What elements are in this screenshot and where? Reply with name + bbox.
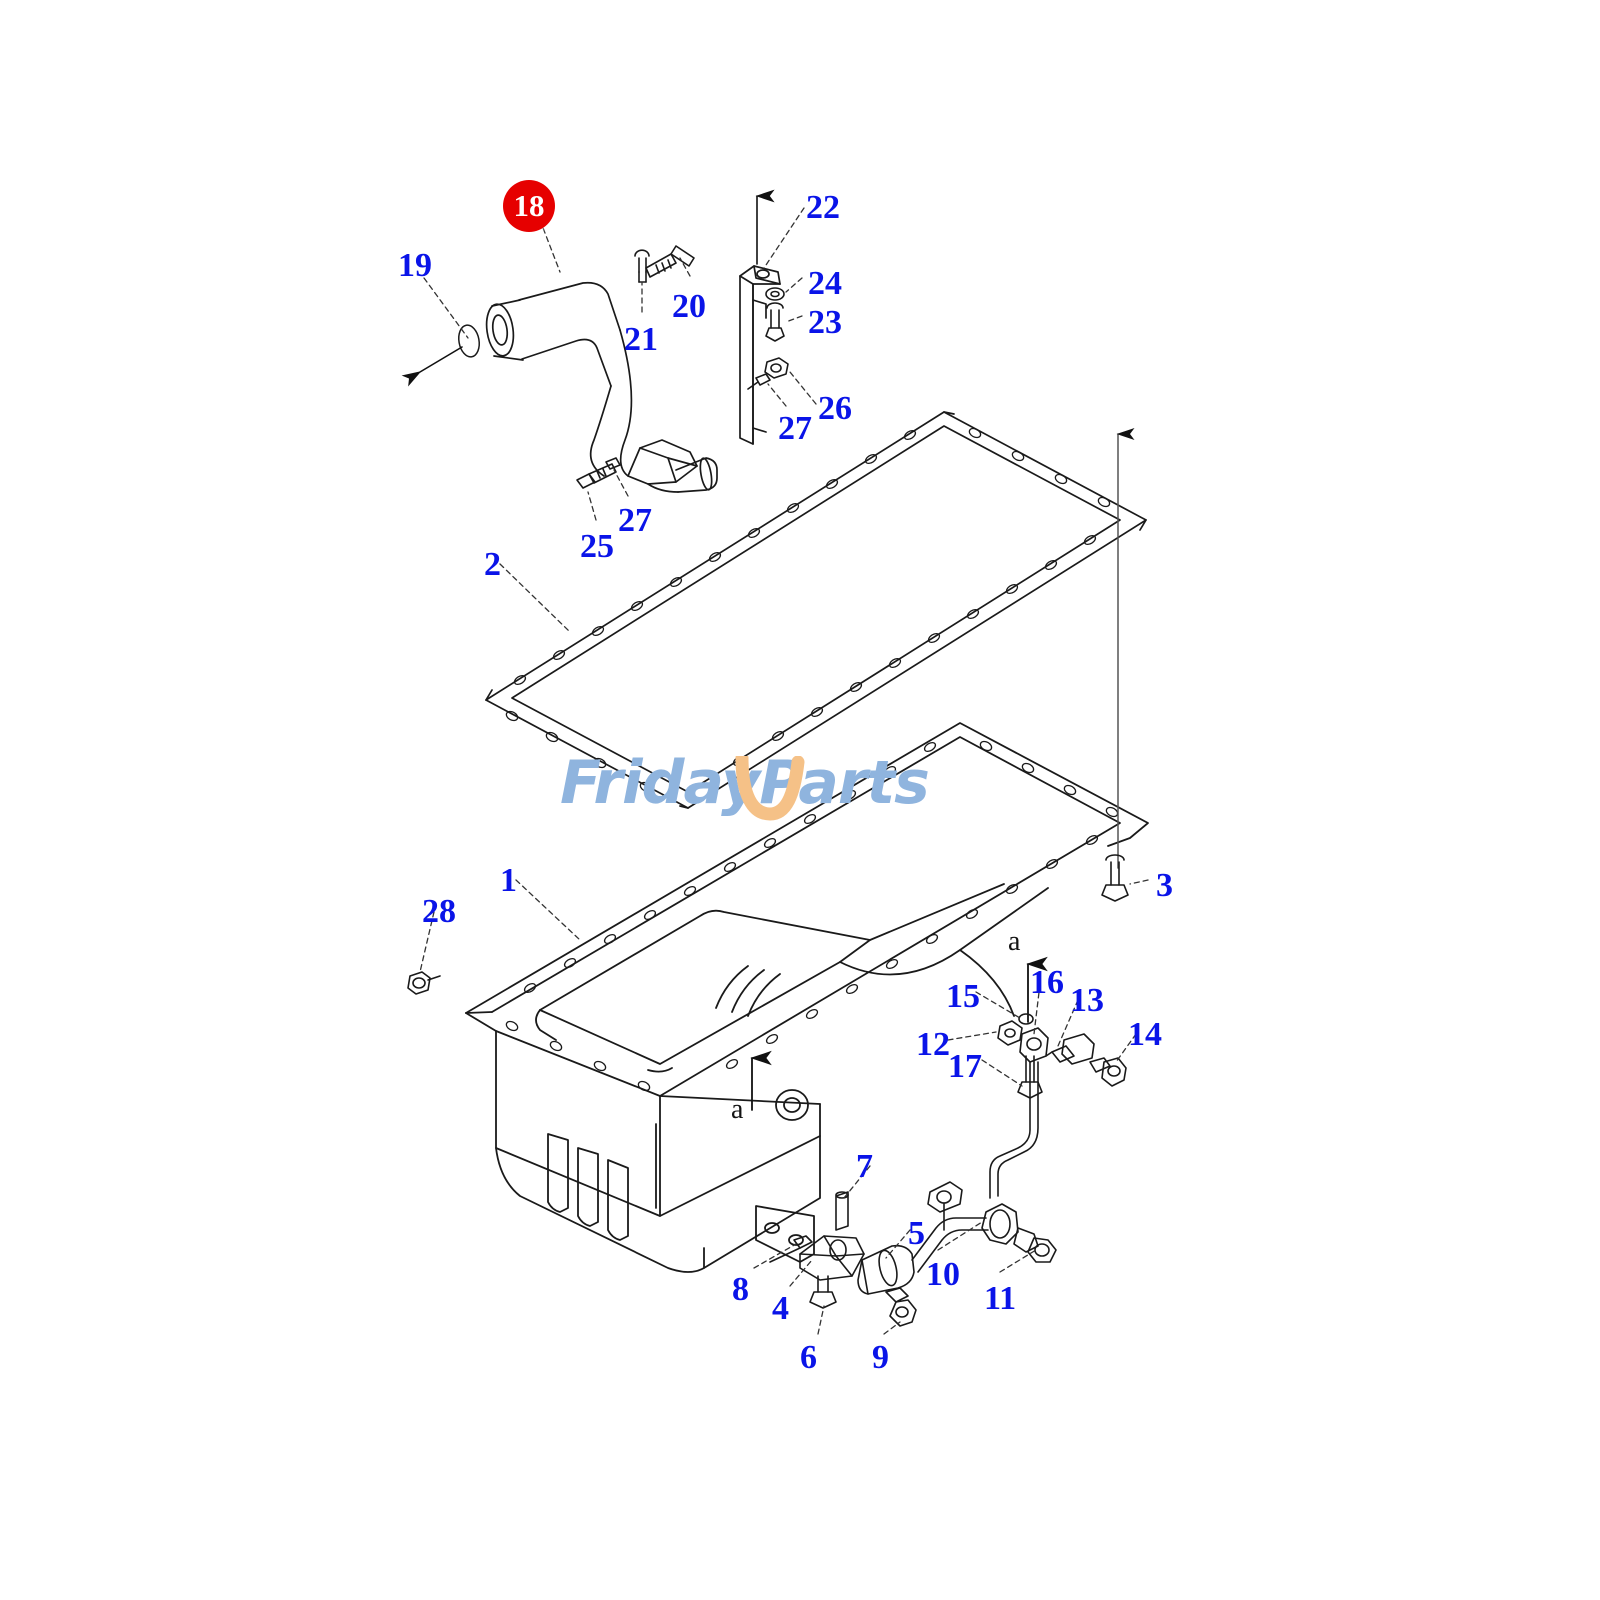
section-ref-a-pan: a	[731, 1094, 744, 1125]
callout-26[interactable]: 26	[818, 390, 852, 427]
part-12-nut	[997, 1020, 1023, 1046]
part-9-bolt	[885, 1287, 917, 1327]
part-10-suction-pipe	[911, 1181, 989, 1273]
callout-9[interactable]: 9	[872, 1339, 889, 1376]
callout-6[interactable]: 6	[800, 1339, 817, 1376]
callout-10[interactable]: 10	[926, 1256, 960, 1293]
callout-12[interactable]: 12	[916, 1026, 950, 1063]
detail-group-right	[989, 1013, 1127, 1199]
callout-2[interactable]: 2	[484, 546, 501, 583]
part-22-bracket	[739, 265, 781, 445]
callout-20[interactable]: 20	[672, 288, 706, 325]
callout-21[interactable]: 21	[624, 321, 658, 358]
callout-5[interactable]: 5	[908, 1215, 925, 1252]
callout-4[interactable]: 4	[772, 1290, 789, 1327]
part-27-bolt-upper	[747, 373, 771, 390]
leader-lines	[419, 207, 1149, 1335]
part-6-bolt	[809, 1275, 837, 1309]
assembly-arrow-19	[401, 346, 463, 387]
callout-15[interactable]: 15	[946, 978, 980, 1015]
callout-27-upper[interactable]: 27	[778, 410, 812, 447]
callout-27-lower[interactable]: 27	[618, 502, 652, 539]
part-18-oil-tube	[485, 281, 718, 493]
part-24-washer	[765, 287, 785, 301]
section-ref-a-detail: a	[1008, 926, 1021, 957]
callout-14[interactable]: 14	[1128, 1016, 1162, 1053]
gasket-bolt-holes	[505, 427, 1111, 793]
callout-19[interactable]: 19	[398, 247, 432, 284]
oil-pan-flange-holes	[505, 740, 1119, 1092]
part-13-fitting	[1045, 1033, 1095, 1065]
callout-11[interactable]: 11	[984, 1280, 1017, 1317]
part-17-stud	[1017, 1055, 1043, 1099]
callout-24[interactable]: 24	[808, 265, 842, 302]
part-26-nut	[764, 357, 789, 379]
callout-23[interactable]: 23	[808, 304, 842, 341]
part-5-pipe-union	[857, 1244, 915, 1295]
part-25-bolt	[576, 463, 617, 489]
callout-7[interactable]: 7	[856, 1148, 873, 1185]
highlighted-part-number: 18	[513, 188, 545, 223]
part-15-washer	[1018, 1013, 1034, 1025]
callout-1[interactable]: 1	[500, 862, 517, 899]
part-7-dowel-pin	[835, 1191, 849, 1231]
part-14-bolt	[1089, 1057, 1127, 1087]
part-20-long-bolt	[645, 245, 695, 278]
callout-16[interactable]: 16	[1030, 964, 1064, 1001]
part-8-clip	[769, 1235, 813, 1263]
part-21-bolt	[634, 249, 650, 283]
part-3-bolt	[1101, 854, 1129, 902]
callout-28[interactable]: 28	[422, 893, 456, 930]
part-11-union	[981, 1203, 1057, 1263]
part-19-seal-ring	[458, 324, 480, 358]
part-28-plug	[407, 971, 441, 995]
callout-8[interactable]: 8	[732, 1271, 749, 1308]
highlighted-part-badge: 18	[503, 180, 555, 232]
callout-13[interactable]: 13	[1070, 982, 1104, 1019]
part-27-bolt-lower	[605, 457, 621, 470]
callout-22[interactable]: 22	[806, 189, 840, 226]
callout-3[interactable]: 3	[1156, 867, 1173, 904]
callout-25[interactable]: 25	[580, 528, 614, 565]
part-23-bolt	[765, 302, 785, 342]
callout-17[interactable]: 17	[948, 1048, 982, 1085]
part-2-oil-pan-gasket	[485, 411, 1147, 809]
